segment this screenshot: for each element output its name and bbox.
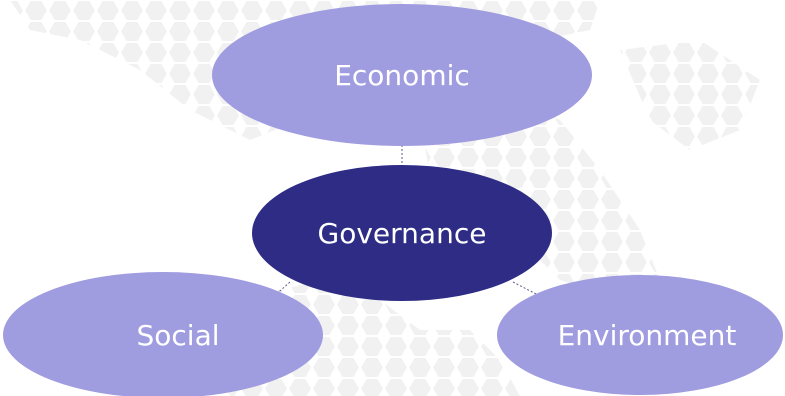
node-social: Social — [3, 272, 323, 396]
node-environment-label: Environment — [558, 319, 737, 352]
connector-environment — [512, 281, 541, 297]
node-governance: Governance — [252, 165, 552, 301]
node-environment-shape — [497, 275, 783, 395]
node-social-shape — [3, 272, 323, 396]
node-economic-label: Economic — [334, 59, 470, 92]
hex-continent-mid — [420, 95, 660, 300]
node-environment: Environment — [497, 275, 783, 395]
node-economic-shape — [212, 4, 592, 146]
node-governance-shape — [252, 165, 552, 301]
node-economic: Economic — [212, 4, 592, 146]
node-governance-label: Governance — [318, 217, 487, 250]
hex-continent-right — [620, 40, 760, 150]
node-social-label: Social — [136, 319, 219, 352]
